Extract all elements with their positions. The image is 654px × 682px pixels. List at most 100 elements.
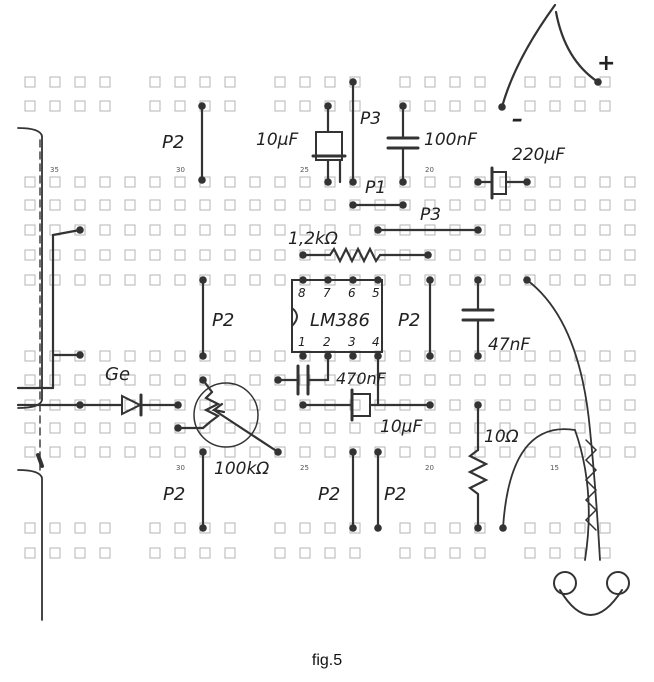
connection-dot xyxy=(324,102,332,110)
label-minus: – xyxy=(512,107,523,132)
label-pot-100k: 100kΩ xyxy=(214,459,269,479)
label-p3-top: P3 xyxy=(360,109,381,129)
breadboard-hole xyxy=(124,176,136,188)
connection-dot xyxy=(523,178,531,186)
connection-dot xyxy=(299,276,307,284)
left-device-lead-5 xyxy=(36,453,44,468)
breadboard-hole xyxy=(549,350,561,362)
breadboard-hole xyxy=(299,100,311,112)
connection-dot xyxy=(199,376,207,384)
breadboard-hole xyxy=(499,350,511,362)
column-mark-bottom-15: 15 xyxy=(550,464,559,472)
breadboard-hole xyxy=(524,374,536,386)
breadboard-hole xyxy=(49,274,61,286)
connection-dot xyxy=(474,226,482,234)
breadboard-hole xyxy=(349,374,361,386)
breadboard-hole xyxy=(624,274,636,286)
breadboard-hole xyxy=(149,547,161,559)
breadboard-hole xyxy=(424,422,436,434)
breadboard-hole xyxy=(474,199,486,211)
breadboard-hole xyxy=(124,274,136,286)
breadboard-hole xyxy=(449,176,461,188)
breadboard-hole xyxy=(224,374,236,386)
breadboard-hole xyxy=(49,176,61,188)
breadboard-hole xyxy=(74,176,86,188)
breadboard-hole xyxy=(574,350,586,362)
left-device-outline-lower xyxy=(17,469,43,621)
breadboard-hole xyxy=(424,199,436,211)
breadboard-hole xyxy=(274,199,286,211)
breadboard-hole xyxy=(524,224,536,236)
breadboard-hole xyxy=(599,350,611,362)
breadboard-hole xyxy=(74,422,86,434)
breadboard-hole xyxy=(499,399,511,411)
connection-dot xyxy=(426,276,434,284)
speaker-twist xyxy=(584,439,598,531)
connection-dot xyxy=(349,448,357,456)
breadboard-hole xyxy=(599,399,611,411)
breadboard-hole xyxy=(474,547,486,559)
breadboard-hole xyxy=(524,522,536,534)
breadboard-hole xyxy=(199,76,211,88)
breadboard-hole xyxy=(449,522,461,534)
breadboard-hole xyxy=(274,76,286,88)
breadboard-hole xyxy=(324,522,336,534)
connection-dot xyxy=(374,276,382,284)
breadboard-hole xyxy=(224,76,236,88)
breadboard-hole xyxy=(99,274,111,286)
breadboard-hole xyxy=(474,422,486,434)
breadboard-hole xyxy=(24,547,36,559)
left-device-lead-1b xyxy=(51,228,82,237)
label-p2-left-mid: P2 xyxy=(212,310,234,331)
breadboard-hole xyxy=(349,547,361,559)
column-mark-top-25: 25 xyxy=(300,166,309,174)
breadboard-hole xyxy=(174,199,186,211)
ic-pin-2: 2 xyxy=(323,335,331,349)
connection-dot xyxy=(199,276,207,284)
breadboard-hole xyxy=(599,249,611,261)
speaker-lead-2 xyxy=(502,428,590,561)
breadboard-hole xyxy=(424,176,436,188)
breadboard-hole xyxy=(24,176,36,188)
breadboard-hole xyxy=(99,547,111,559)
breadboard-hole xyxy=(224,446,236,458)
breadboard-hole xyxy=(574,547,586,559)
breadboard-hole xyxy=(249,176,261,188)
breadboard-hole xyxy=(99,199,111,211)
breadboard-hole xyxy=(124,446,136,458)
connection-dot xyxy=(474,352,482,360)
breadboard-hole xyxy=(349,422,361,434)
breadboard-hole xyxy=(149,100,161,112)
breadboard-hole xyxy=(149,274,161,286)
connection-dot xyxy=(198,176,206,184)
breadboard-hole xyxy=(524,399,536,411)
label-cap-470nf: 470nF xyxy=(336,369,387,388)
breadboard-hole xyxy=(99,249,111,261)
breadboard-hole xyxy=(399,422,411,434)
breadboard-hole xyxy=(24,76,36,88)
breadboard-hole xyxy=(299,176,311,188)
ic-lm386-body xyxy=(291,279,383,353)
connection-dot xyxy=(349,276,357,284)
breadboard-hole xyxy=(449,547,461,559)
breadboard-hole xyxy=(99,176,111,188)
breadboard-hole xyxy=(374,422,386,434)
breadboard-hole xyxy=(599,100,611,112)
cap-220uf-body xyxy=(491,171,507,195)
breadboard-hole xyxy=(474,100,486,112)
breadboard-hole xyxy=(574,176,586,188)
breadboard-hole xyxy=(224,522,236,534)
breadboard-hole xyxy=(449,274,461,286)
pot-100k-body xyxy=(193,382,259,448)
breadboard-hole xyxy=(624,249,636,261)
speaker-lead-1 xyxy=(526,279,601,561)
breadboard-holes xyxy=(24,76,636,559)
breadboard-hole xyxy=(49,547,61,559)
battery-lead-positive xyxy=(554,10,600,84)
breadboard-hole xyxy=(449,100,461,112)
breadboard-hole xyxy=(499,274,511,286)
breadboard-hole xyxy=(49,522,61,534)
breadboard-hole xyxy=(449,350,461,362)
label-p3-mid: P3 xyxy=(420,205,441,225)
breadboard-hole xyxy=(524,76,536,88)
